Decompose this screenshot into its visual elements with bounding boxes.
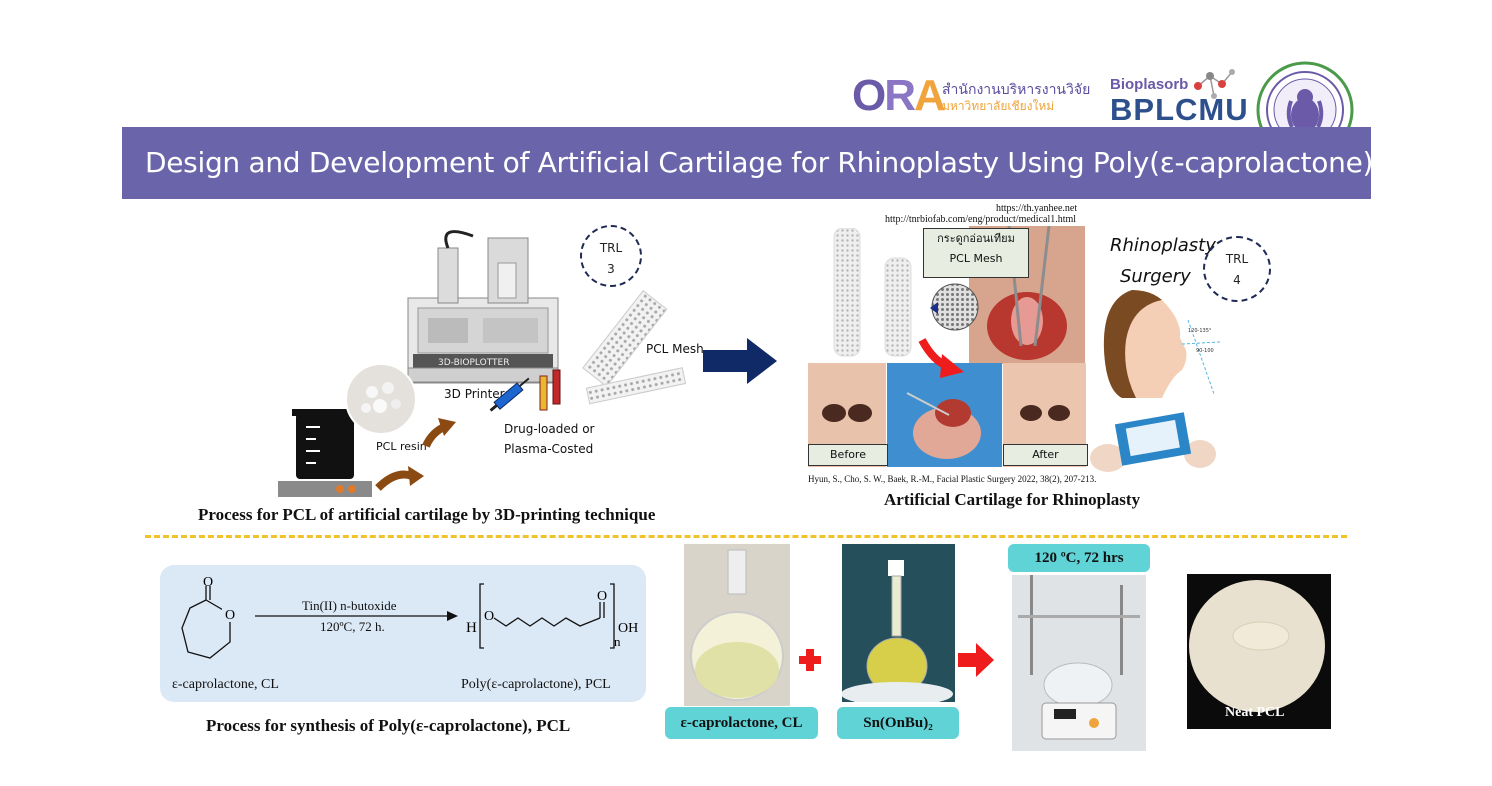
reaction-conditions-tag: 120 ºC, 72 hrs bbox=[1008, 544, 1150, 572]
synthesis-caption: Process for synthesis of Poly(ε-caprolac… bbox=[206, 716, 571, 735]
face-profile-image: 120-135° 90-100 bbox=[1103, 290, 1221, 398]
pcl-resin-pellets-image bbox=[345, 363, 417, 435]
pcl-mesh-strips-image bbox=[582, 290, 687, 405]
red-arrow bbox=[958, 643, 994, 677]
red-curved-arrow bbox=[918, 338, 964, 378]
ring-oxygen: O bbox=[225, 608, 235, 623]
bioplotter-brand: 3D-BIOPLOTTER bbox=[438, 358, 509, 368]
beaker-hotplate-image bbox=[278, 409, 372, 497]
trl3-level: 3 bbox=[607, 262, 615, 276]
page-title: Design and Development of Artificial Car… bbox=[145, 146, 1374, 179]
reaction-conditions-label: 120ºC, 72 h. bbox=[320, 619, 385, 634]
polymer-label: Poly(ε-caprolactone), PCL bbox=[461, 677, 611, 692]
title-band bbox=[122, 127, 1371, 199]
angle-label-1: 120-135° bbox=[1188, 328, 1212, 334]
link-oxygen: O bbox=[484, 609, 494, 624]
trl3-badge: TRL 3 bbox=[580, 225, 642, 287]
oh-end: OH bbox=[618, 621, 638, 636]
catalyst-flask-photo bbox=[842, 544, 955, 702]
bioplotter-machine-image: 3D-BIOPLOTTER bbox=[407, 230, 559, 384]
trl3-label: TRL bbox=[599, 241, 623, 255]
drug-loaded-line2: Plasma-Costed bbox=[504, 442, 594, 456]
cartilage-caption: Artificial Cartilage for Rhinoplasty bbox=[884, 490, 1141, 509]
ora-thai-line1: สำนักงานบริหารงานวิจัย bbox=[942, 82, 1091, 98]
pcl-polymer-structure: H O O OH n bbox=[466, 583, 638, 649]
reaction-setup-photo bbox=[1012, 575, 1146, 751]
bioplasorb-small-logo: Bioplasorb bbox=[1110, 76, 1189, 93]
cartilage-implants-image bbox=[833, 228, 912, 357]
section-divider bbox=[145, 535, 1347, 538]
pcl-mesh-box-label: PCL Mesh bbox=[949, 252, 1003, 265]
artificial-cartilage-label-box: กระดูกอ่อนเทียม PCL Mesh bbox=[923, 228, 1029, 278]
surgery-photo bbox=[887, 363, 1002, 467]
bplcmu-logo: BPLCMU bbox=[1110, 92, 1249, 127]
caprolactone-tag: ε-caprolactone, CL bbox=[665, 707, 818, 739]
pcl-mesh-label: PCL Mesh bbox=[646, 342, 704, 356]
surgery-label: Surgery bbox=[1120, 266, 1191, 287]
mesh-magnifier-image bbox=[930, 283, 979, 331]
neat-pcl-label: Neat PCL bbox=[1225, 705, 1285, 720]
thai-cartilage-label: กระดูกอ่อนเทียม bbox=[937, 232, 1015, 245]
catalyst-label: Tin(II) n-butoxide bbox=[302, 598, 397, 613]
n-subscript: n bbox=[614, 634, 621, 649]
trl4-label: TRL bbox=[1225, 252, 1249, 266]
top-oxygen: O bbox=[597, 589, 607, 604]
monomer-label: ε-caprolactone, CL bbox=[172, 677, 279, 692]
after-label: After bbox=[1003, 444, 1088, 466]
navy-process-arrow bbox=[703, 338, 777, 384]
catalyst-tag: Sn(OnBu)₂ bbox=[837, 707, 959, 739]
caprolactone-structure: O O bbox=[181, 575, 238, 659]
syringe-vials-image bbox=[489, 369, 561, 412]
citation: Hyun, S., Cho, S. W., Baek, R.-M., Facia… bbox=[808, 474, 1097, 484]
rhinoplasty-label: Rhinoplasty bbox=[1110, 235, 1216, 256]
reaction-scheme-panel bbox=[160, 565, 646, 702]
reaction-arrow bbox=[255, 611, 458, 621]
ora-thai-line2: มหาวิทยาลัยเชียงใหม่ bbox=[942, 99, 1055, 113]
angle-label-2: 90-100 bbox=[1196, 348, 1214, 354]
brown-arrows bbox=[375, 418, 456, 491]
trl4-badge: TRL 4 bbox=[1203, 236, 1271, 302]
carbonyl-oxygen: O bbox=[203, 575, 213, 590]
source-url-1: https://th.yanhee.net bbox=[996, 203, 1078, 214]
neat-pcl-photo bbox=[1187, 574, 1331, 729]
3d-printers-label: 3D Printers bbox=[444, 387, 511, 401]
drug-loaded-line1: Drug-loaded or bbox=[504, 422, 595, 436]
ora-logo: ORA bbox=[852, 71, 946, 120]
pcl-resin-label: PCL resin bbox=[376, 440, 427, 453]
h-end: H bbox=[466, 620, 477, 636]
caprolactone-flask-photo bbox=[684, 544, 790, 706]
implant-package-image bbox=[1090, 412, 1216, 472]
molecule-icon bbox=[1194, 69, 1235, 99]
source-url-2: http://tnrbiofab.com/eng/product/medical… bbox=[885, 214, 1077, 225]
printing-caption: Process for PCL of artificial cartilage … bbox=[198, 505, 656, 524]
before-label: Before bbox=[808, 444, 888, 466]
plus-icon bbox=[799, 649, 821, 671]
trl4-level: 4 bbox=[1233, 273, 1241, 287]
